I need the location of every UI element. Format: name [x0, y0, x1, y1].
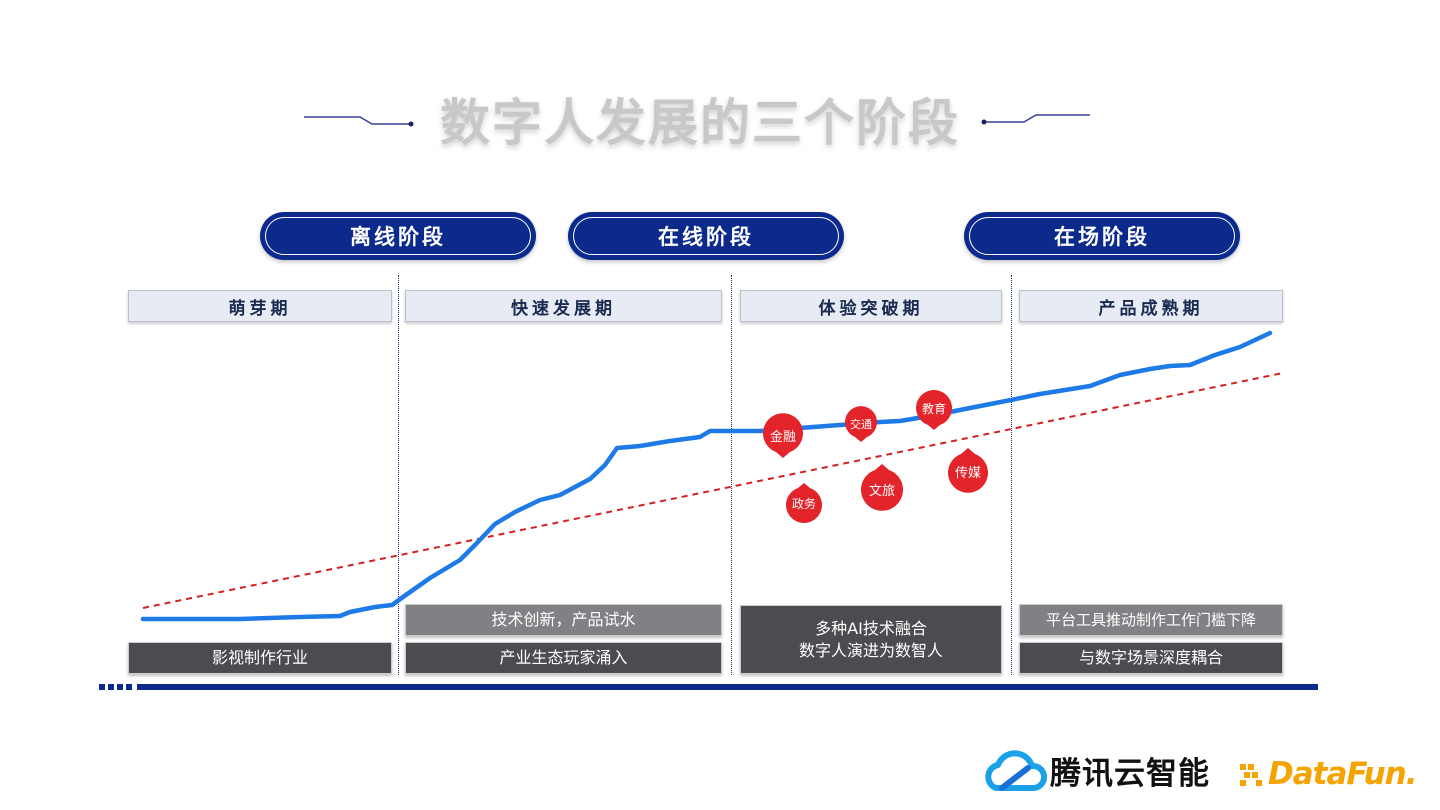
growth-curve — [143, 333, 1270, 619]
desc-digital-scene: 与数字场景深度耦合 — [1019, 642, 1283, 674]
marker-label: 教育 — [922, 401, 946, 416]
desc-tech-innovation: 技术创新，产品试水 — [405, 604, 722, 636]
baseline-dash — [99, 684, 105, 690]
marker-label: 文旅 — [869, 484, 895, 499]
marker-media: 传媒 — [948, 448, 988, 493]
desc-platform-tools: 平台工具推动制作工作门槛下降 — [1019, 604, 1283, 636]
tencent-cloud-icon — [982, 748, 1048, 798]
desc-ai-fusion-line2: 数字人演进为数智人 — [799, 640, 943, 662]
marker-transport: 交通 — [845, 406, 877, 442]
baseline-dash — [117, 684, 123, 690]
marker-label: 交通 — [850, 417, 872, 431]
desc-ai-fusion-line1: 多种AI技术融合 — [815, 618, 927, 640]
datafun-pixel-icon — [1238, 760, 1270, 790]
desc-ai-fusion: 多种AI技术融合 数字人演进为数智人 — [740, 605, 1002, 674]
desc-film-industry: 影视制作行业 — [128, 642, 392, 674]
marker-label: 传媒 — [955, 466, 981, 481]
timeline-baseline — [137, 684, 1318, 690]
marker-label: 金融 — [770, 429, 796, 445]
baseline-dash — [108, 684, 114, 690]
marker-education: 教育 — [916, 390, 952, 430]
marker-label: 政务 — [792, 496, 816, 511]
marker-culture-tourism: 文旅 — [861, 464, 903, 511]
baseline-dash — [126, 684, 132, 690]
marker-finance: 金融 — [763, 413, 803, 458]
marker-government: 政务 — [786, 483, 822, 523]
tencent-cloud-logo: 腾讯云智能 — [1050, 752, 1210, 796]
trend-line — [143, 373, 1283, 608]
datafun-logo: DataFun. — [1268, 752, 1417, 796]
desc-ecosystem-players: 产业生态玩家涌入 — [405, 642, 722, 674]
